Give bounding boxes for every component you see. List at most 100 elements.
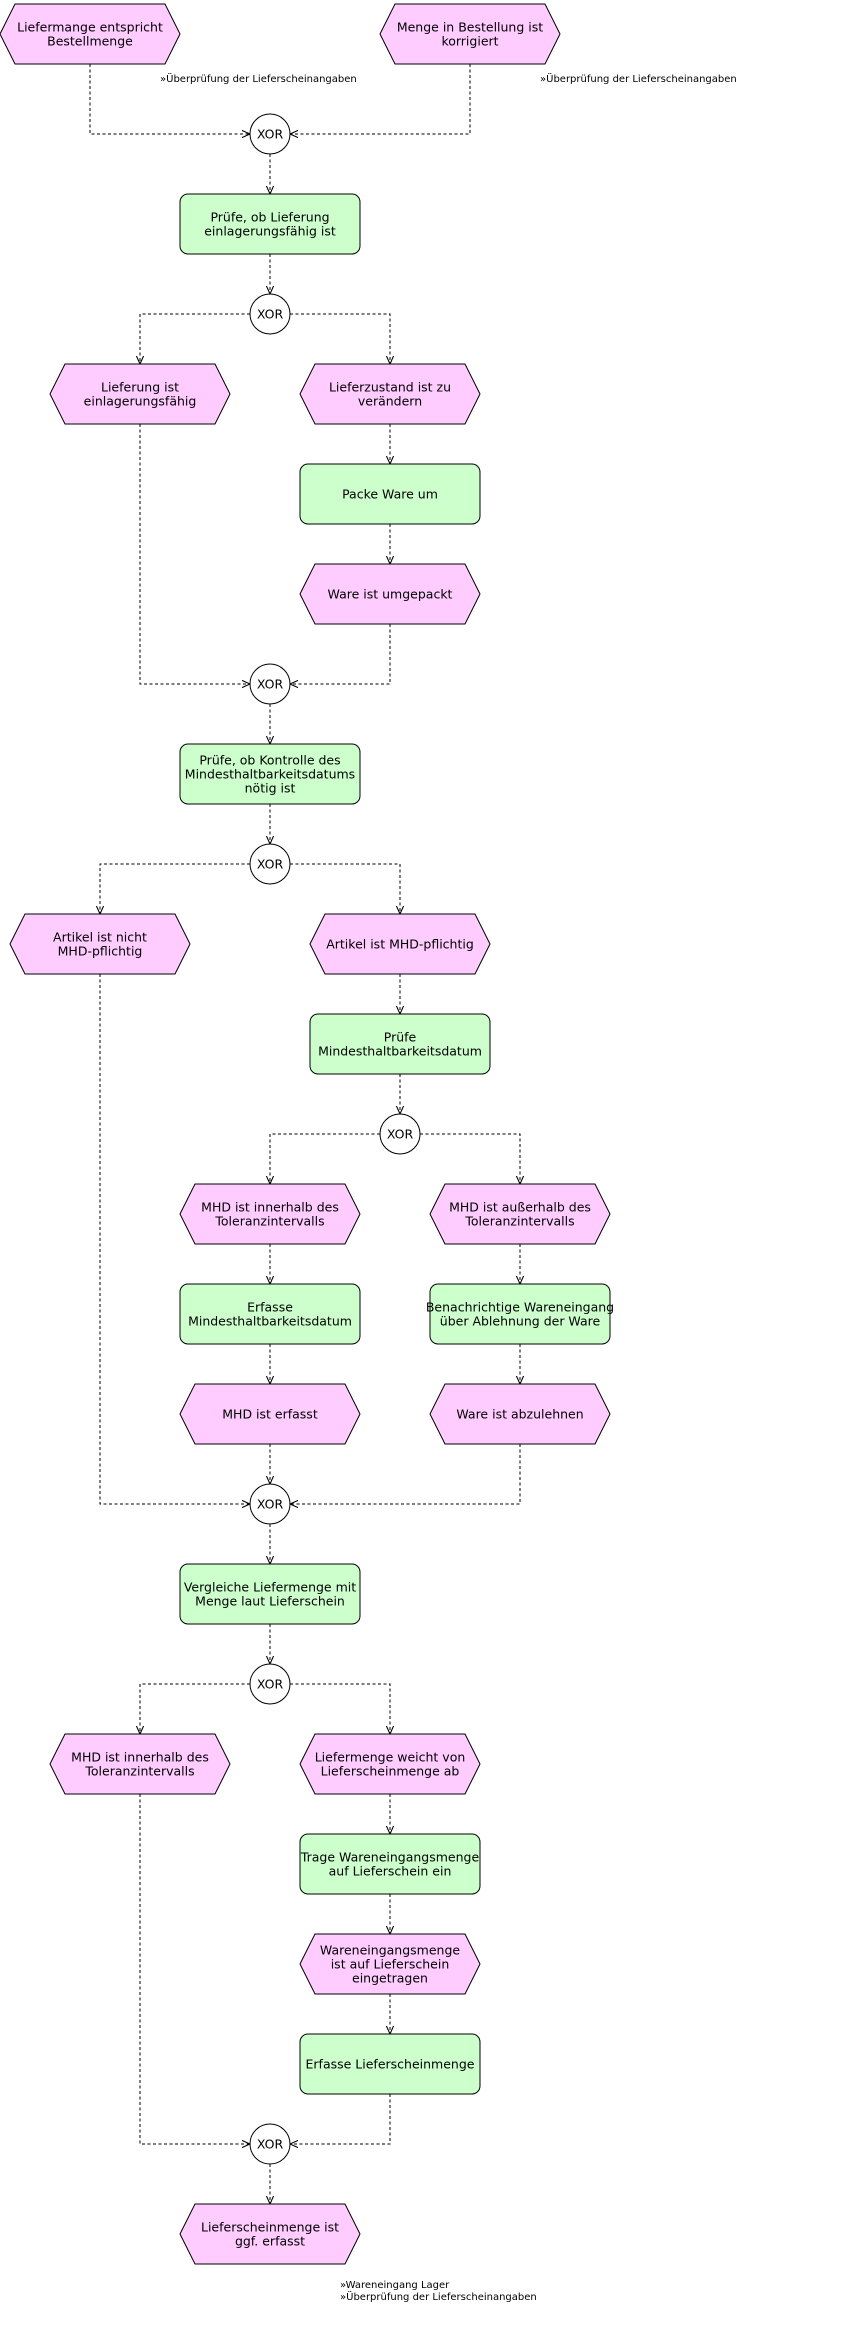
flow-arrow [290, 313, 390, 364]
xor-connector: XOR [249, 843, 291, 885]
function-shape [179, 743, 361, 805]
xor-connector: XOR [249, 293, 291, 335]
function-shape [179, 1283, 361, 1345]
flow-arrow [420, 1133, 520, 1184]
event-node: MHD ist erfasst [179, 1383, 361, 1445]
node-label: Ware ist umgepackt [328, 587, 453, 602]
event-shape [9, 913, 191, 975]
flow-arrow [290, 863, 400, 914]
event-node: Ware ist umgepackt [299, 563, 481, 625]
event-shape [49, 1733, 231, 1795]
function-shape [309, 1013, 491, 1075]
node-label: Artikel ist MHD-pflichtig [326, 937, 474, 952]
event-shape [309, 913, 491, 975]
event-shape [299, 1933, 481, 1995]
event-shape [299, 1733, 481, 1795]
connector-shape [249, 113, 291, 155]
node-label: XOR [257, 1677, 284, 1692]
node-label: XOR [257, 2137, 284, 2152]
event-shape [49, 363, 231, 425]
flow-arrow [99, 974, 250, 1504]
function-shape [299, 1833, 481, 1895]
flow-arrow [89, 64, 250, 134]
node-label: XOR [257, 857, 284, 872]
xor-connector: XOR [249, 663, 291, 705]
node-label: Erfasse Lieferscheinmenge [306, 2057, 475, 2072]
function-shape [179, 1563, 361, 1625]
node-label: MHD ist erfasst [222, 1407, 318, 1422]
flow-arrow [140, 313, 250, 364]
xor-connector: XOR [249, 2123, 291, 2165]
node-label: Packe Ware um [342, 487, 438, 502]
function-shape [179, 193, 361, 255]
flow-arrow [100, 863, 250, 914]
function-node: Erfasse Lieferscheinmenge [299, 2033, 481, 2095]
flow-arrow [290, 1683, 390, 1734]
node-label: Ware ist abzulehnen [456, 1407, 583, 1422]
flow-arrow [139, 1794, 250, 2144]
flow-arrow [139, 424, 250, 684]
flow-arrow [290, 64, 471, 134]
event-shape [379, 3, 561, 65]
event-node: Ware ist abzulehnen [429, 1383, 611, 1445]
node-label: XOR [257, 127, 284, 142]
process-reference-note: »Überprüfung der Lieferscheinangaben [160, 72, 357, 85]
xor-connector: XOR [249, 113, 291, 155]
process-reference-note: »Wareneingang Lager»Überprüfung der Lief… [340, 2280, 537, 2303]
process-reference-note: »Überprüfung der Lieferscheinangaben [540, 72, 737, 85]
event-node: Artikel ist MHD-pflichtig [309, 913, 491, 975]
event-shape [179, 2203, 361, 2265]
node-label: XOR [257, 1497, 284, 1512]
function-node: Packe Ware um [299, 463, 481, 525]
node-label: XOR [257, 307, 284, 322]
flow-arrow [290, 1444, 521, 1504]
connector-shape [249, 1663, 291, 1705]
node-label: XOR [257, 677, 284, 692]
xor-connector: XOR [379, 1113, 421, 1155]
event-shape [0, 3, 181, 65]
node-label: XOR [387, 1127, 414, 1142]
event-shape [179, 1383, 361, 1445]
function-shape [299, 2033, 481, 2095]
connector-shape [249, 2123, 291, 2165]
flow-arrow [270, 1133, 380, 1184]
connector-shape [249, 843, 291, 885]
connector-shape [379, 1113, 421, 1155]
flow-arrow [290, 624, 391, 684]
flow-arrow [290, 2094, 391, 2144]
event-shape [429, 1183, 611, 1245]
xor-connector: XOR [249, 1663, 291, 1705]
connector-shape [249, 1483, 291, 1525]
event-shape [429, 1383, 611, 1445]
